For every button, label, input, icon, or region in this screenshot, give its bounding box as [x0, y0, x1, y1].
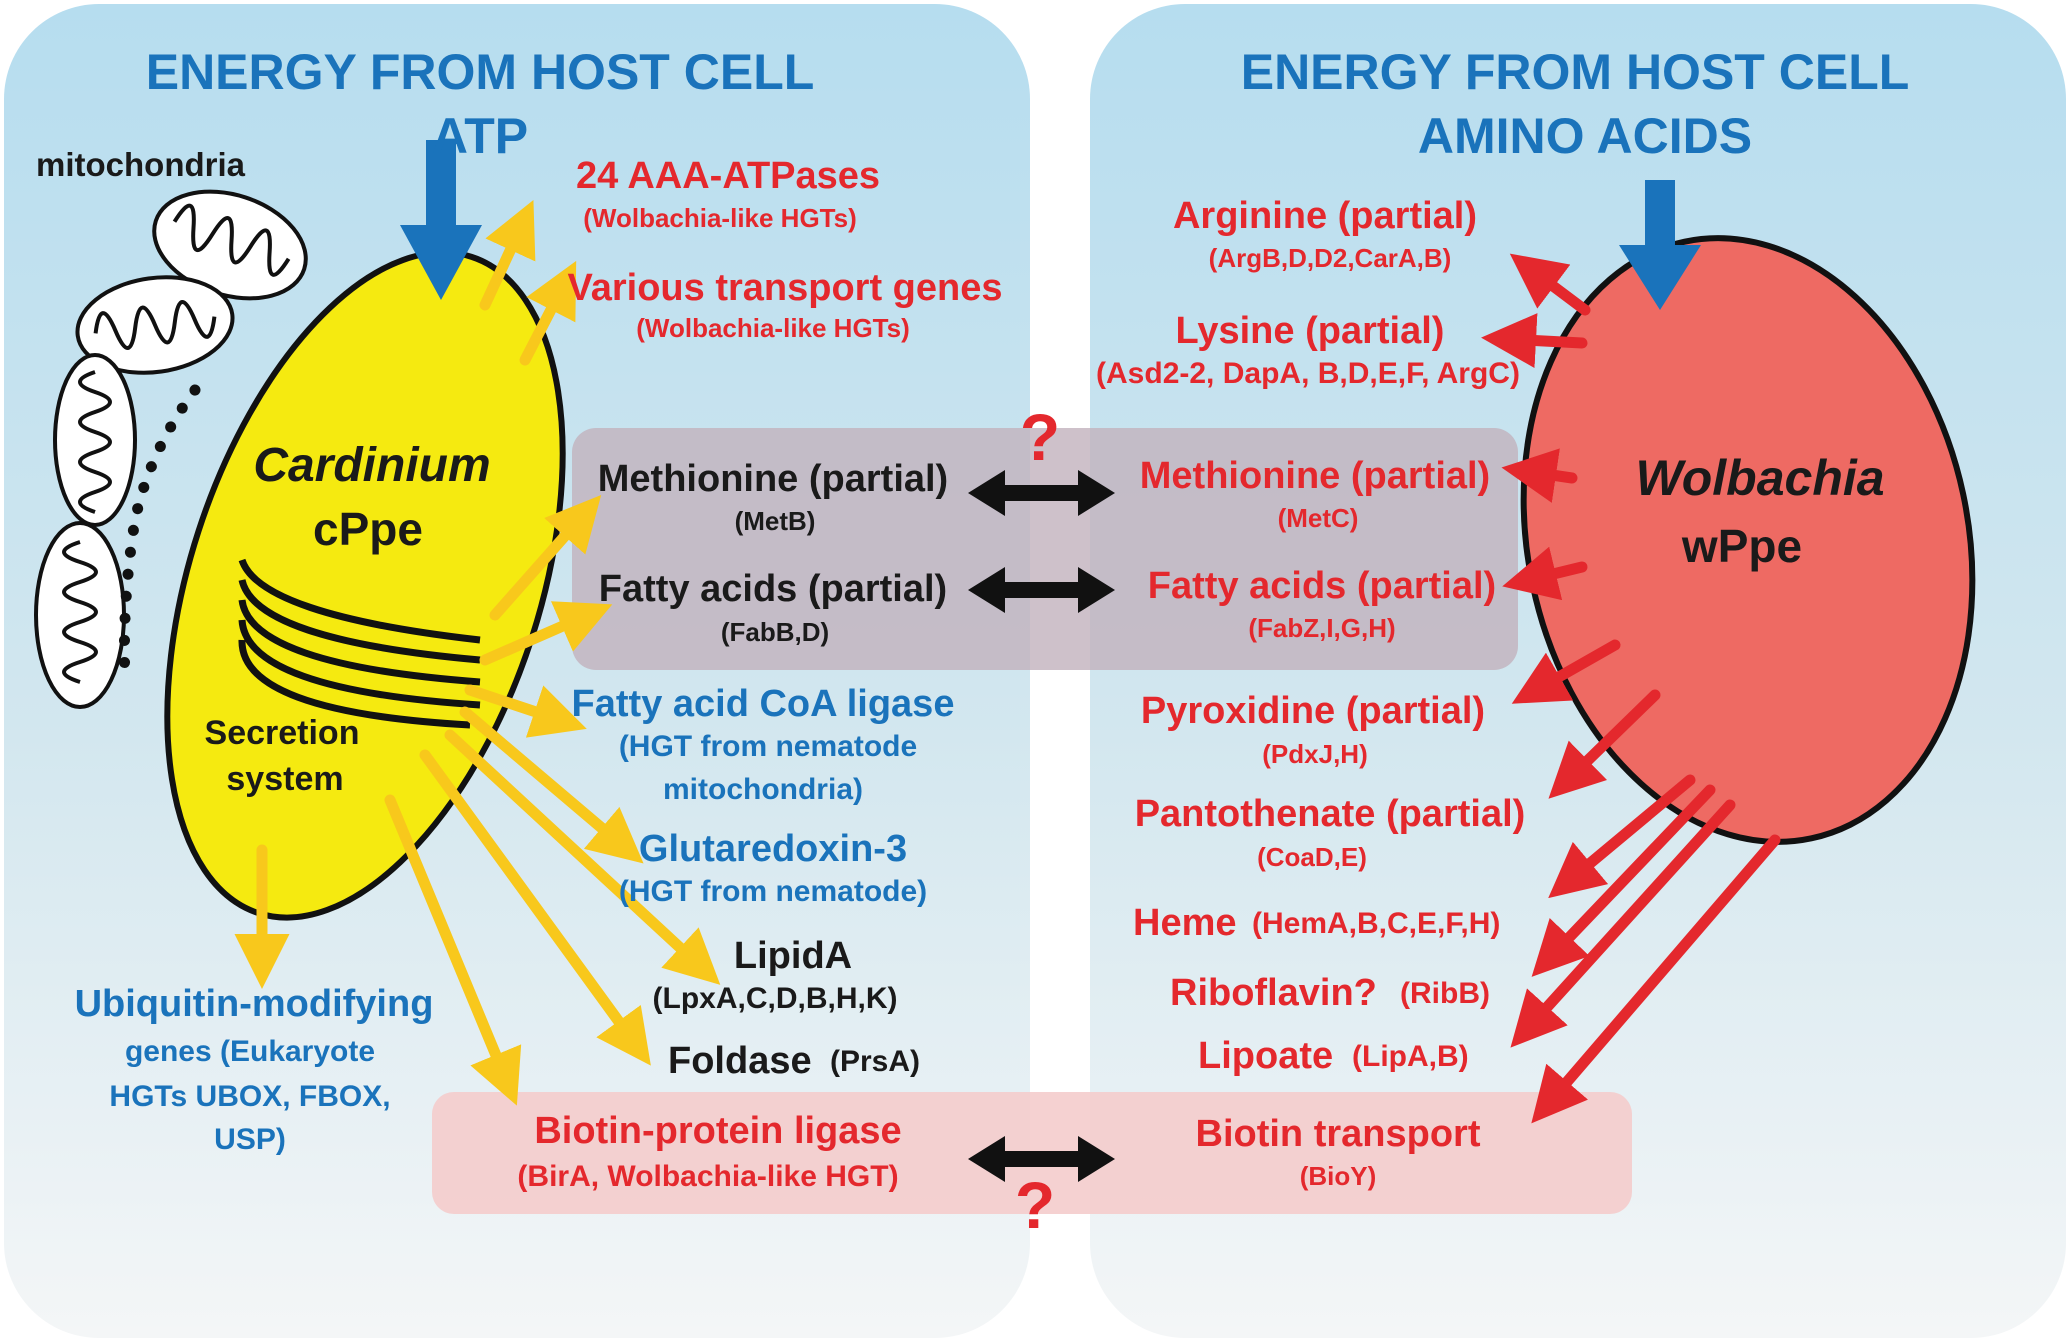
heme-label: Heme [1133, 902, 1237, 944]
ubiquitin-line1: Ubiquitin-modifying [74, 983, 434, 1025]
coa-ligase-note2: mitochondria) [663, 773, 863, 806]
biotin-transport-label: Biotin transport [1195, 1113, 1481, 1155]
arrow-ribo [1531, 784, 1716, 977]
aaa-atpases-label: 24 AAA-ATPases [575, 155, 881, 197]
secretion-label-line1: Secretion [204, 714, 360, 752]
pantothenate-genes: (CoaD,E) [1257, 842, 1367, 872]
arrow-biotin-transport [1531, 834, 1781, 1124]
coa-ligase-note1: (HGT from nematode [618, 730, 918, 763]
glutaredoxin-label: Glutaredoxin-3 [638, 828, 908, 870]
methionine-left-label: Methionine (partial) [597, 458, 949, 500]
biotin-ligase-label: Biotin-protein ligase [534, 1110, 902, 1152]
wolbachia-strain: wPpe [1681, 520, 1803, 572]
methionine-left-genes: (MetB) [734, 506, 816, 536]
foldase-label: Foldase [668, 1040, 812, 1082]
arrow-arginine [1509, 253, 1591, 316]
host-membrane-dots [118, 384, 201, 686]
arrow-fatty-w [1502, 546, 1588, 601]
exchange-arrow-methionine [968, 470, 1115, 516]
fatty-right-label: Fatty acids (partial) [1147, 565, 1497, 607]
lipida-genes: (LpxA,C,D,B,H,K) [652, 982, 898, 1015]
ubiquitin-line3: HGTs UBOX, FBOX, [109, 1080, 391, 1113]
secretion-system-graphic [238, 558, 481, 729]
question-mark-bottom: ? [1014, 1168, 1056, 1242]
exchange-arrow-fatty [968, 567, 1115, 613]
right-title-line1: ENERGY FROM HOST CELL [1240, 44, 1910, 100]
arrow-coa [464, 684, 587, 738]
cardinium-strain: cPpe [313, 503, 423, 555]
arrow-biotin-ligase [384, 794, 522, 1106]
arrow-transport [519, 260, 577, 366]
transport-genes-label: Various transport genes [567, 267, 1003, 309]
arrow-foldase [419, 749, 651, 1066]
mitochondria-group [34, 189, 308, 709]
wolbachia-name: Wolbachia [1635, 450, 1885, 506]
arginine-label: Arginine (partial) [1172, 195, 1478, 237]
arrow-aaa [479, 200, 536, 311]
lipoate-label: Lipoate [1198, 1035, 1334, 1077]
cardinium-arrows [234, 200, 721, 1106]
lysine-genes: (Asd2-2, DapA, B,D,E,F, ArgC) [1096, 357, 1520, 390]
mitochondrion-4 [34, 521, 126, 709]
arrow-lipoate [1510, 799, 1736, 1048]
arrow-methionine-w [1501, 448, 1578, 503]
mitochondria-label: mitochondria [36, 146, 246, 183]
question-mark-top: ? [1019, 400, 1061, 474]
exchange-arrows [968, 470, 1115, 1182]
lysine-label: Lysine (partial) [1175, 310, 1445, 352]
mitochondrion-3 [53, 353, 137, 527]
left-title-line2: ATP [431, 108, 529, 164]
left-title-line1: ENERGY FROM HOST CELL [145, 44, 815, 100]
coa-ligase-label: Fatty acid CoA ligase [571, 683, 955, 725]
amino-acid-arrow [1619, 180, 1701, 310]
shared-metabolism-box [572, 428, 1518, 670]
arrow-heme [1548, 774, 1696, 899]
fatty-left-label: Fatty acids (partial) [598, 568, 948, 610]
pyroxidine-label: Pyroxidine (partial) [1140, 690, 1486, 732]
right-title-line2: AMINO ACIDS [1417, 108, 1753, 164]
riboflavin-genes: (RibB) [1400, 977, 1490, 1010]
ubiquitin-line2: genes (Eukaryote [124, 1035, 376, 1068]
transport-genes-note: (Wolbachia-like HGTs) [636, 313, 910, 343]
secretion-label-line2: system [226, 760, 344, 798]
arrow-methionine [489, 495, 602, 621]
glutaredoxin-note: (HGT from nematode) [618, 875, 928, 908]
atp-arrow [400, 140, 482, 300]
cardinium-name: Cardinium [253, 439, 491, 492]
ubiquitin-line4: USP) [214, 1123, 286, 1156]
pyroxidine-genes: (PdxJ,H) [1262, 739, 1368, 769]
arrow-glut [459, 706, 644, 864]
fatty-left-genes: (FabB,D) [720, 617, 830, 647]
methionine-right-genes: (MetC) [1277, 503, 1359, 533]
exchange-arrow-biotin [968, 1136, 1115, 1182]
pantothenate-label: Pantothenate (partial) [1134, 793, 1526, 835]
aaa-atpases-note: (Wolbachia-like HGTs) [583, 203, 857, 233]
foldase-genes: (PrsA) [830, 1045, 921, 1078]
arrow-fatty [479, 601, 613, 666]
arginine-genes: (ArgB,D,D2,CarA,B) [1208, 243, 1452, 273]
heme-genes: (HemA,B,C,E,F,H) [1252, 907, 1501, 940]
arrow-pyrox [1511, 639, 1621, 704]
fatty-right-genes: (FabZ,I,G,H) [1248, 613, 1396, 643]
arrow-lipida [444, 729, 721, 985]
arrow-lysine [1481, 313, 1588, 369]
arrow-panto [1548, 689, 1661, 799]
lipida-label: LipidA [733, 935, 853, 977]
riboflavin-label: Riboflavin? [1170, 972, 1377, 1014]
methionine-right-label: Methionine (partial) [1139, 455, 1491, 497]
wolbachia-arrows [1481, 253, 1781, 1124]
biotin-ligase-note: (BirA, Wolbachia-like HGT) [517, 1160, 899, 1193]
lipoate-genes: (LipA,B) [1352, 1040, 1469, 1073]
biotin-transport-genes: (BioY) [1299, 1161, 1377, 1191]
